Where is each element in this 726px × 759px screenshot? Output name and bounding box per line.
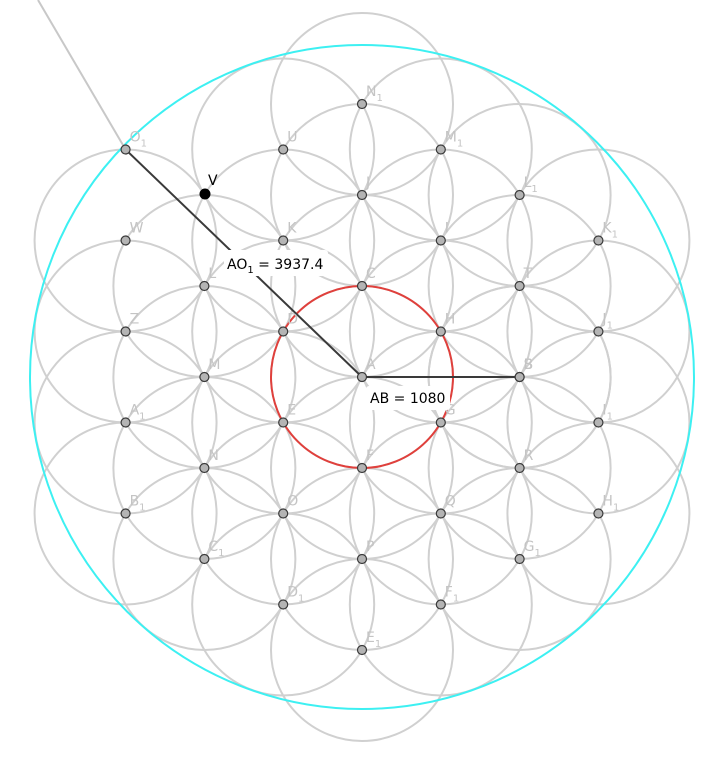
point-label-p: P bbox=[366, 539, 374, 555]
point-label-g1: G1 bbox=[524, 539, 541, 559]
measurement-ab-value: 1080 bbox=[410, 391, 446, 407]
point-label-f: F bbox=[366, 448, 374, 464]
point-label-n1: N1 bbox=[366, 84, 383, 104]
point-b1[interactable] bbox=[120, 508, 131, 519]
point-label-m: M bbox=[208, 357, 220, 373]
point-label-k: K bbox=[287, 221, 297, 237]
point-i[interactable] bbox=[435, 235, 446, 246]
point-w[interactable] bbox=[120, 235, 131, 246]
point-k[interactable] bbox=[278, 235, 289, 246]
point-j1[interactable] bbox=[593, 326, 604, 337]
point-label-h: H bbox=[445, 312, 456, 328]
point-a1[interactable] bbox=[120, 417, 131, 428]
measurement-ao1-text: AO1 = 3937.4 bbox=[227, 257, 323, 276]
point-c[interactable] bbox=[356, 280, 368, 292]
point-label-a: A bbox=[366, 357, 376, 373]
point-label-b: B bbox=[524, 357, 534, 373]
point-p[interactable] bbox=[356, 553, 368, 565]
point-label-k1: K1 bbox=[602, 221, 618, 241]
point-m[interactable] bbox=[199, 371, 210, 383]
point-label-c: C bbox=[366, 266, 376, 282]
point-o[interactable] bbox=[278, 508, 289, 519]
point-k1[interactable] bbox=[593, 235, 604, 246]
point-v[interactable] bbox=[199, 188, 211, 200]
point-r[interactable] bbox=[514, 462, 525, 474]
point-f1[interactable] bbox=[435, 599, 446, 610]
point-u[interactable] bbox=[278, 144, 289, 155]
point-s[interactable] bbox=[514, 371, 525, 383]
point-label-t: T bbox=[523, 266, 533, 282]
point-d1[interactable] bbox=[278, 599, 289, 610]
point-d[interactable] bbox=[278, 326, 289, 337]
point-label-e: E bbox=[287, 403, 296, 419]
point-label-s: S bbox=[524, 357, 533, 373]
point-c1[interactable] bbox=[199, 553, 210, 565]
point-label-l1: L1 bbox=[524, 175, 538, 195]
outer-enclosing-circle[interactable] bbox=[29, 44, 695, 710]
point-label-l: L bbox=[208, 266, 216, 282]
ray-through-o1-and-v[interactable] bbox=[37, 0, 127, 151]
point-label-u: U bbox=[287, 130, 297, 146]
point-g1[interactable] bbox=[514, 553, 525, 565]
point-label-o: O bbox=[287, 494, 298, 510]
point-label-v: V bbox=[208, 173, 218, 189]
point-e[interactable] bbox=[278, 417, 289, 428]
point-label-w: W bbox=[130, 221, 144, 237]
measurement-ab-text: AB = 1080 bbox=[370, 391, 445, 407]
point-label-h1: H1 bbox=[602, 494, 619, 514]
point-l1[interactable] bbox=[514, 189, 525, 201]
point-m1[interactable] bbox=[435, 144, 446, 155]
point-label-f1: F1 bbox=[445, 585, 459, 605]
point-label-z: Z bbox=[130, 312, 140, 328]
point-l[interactable] bbox=[199, 280, 210, 292]
point-label-d: D bbox=[287, 312, 298, 328]
point-e1[interactable] bbox=[356, 644, 368, 656]
measurement-ao1-background bbox=[224, 250, 328, 276]
point-label-m1: M1 bbox=[445, 130, 463, 150]
point-label-i1: I1 bbox=[602, 403, 613, 423]
point-f[interactable] bbox=[356, 462, 368, 474]
point-h1[interactable] bbox=[593, 508, 604, 519]
point-q[interactable] bbox=[435, 508, 446, 519]
point-label-q: Q bbox=[445, 494, 456, 510]
point-z[interactable] bbox=[120, 326, 131, 337]
measurement-ao1[interactable]: AO1 = 3937.4 bbox=[224, 250, 328, 276]
point-o1[interactable] bbox=[120, 144, 131, 155]
measurement-ab-label: AB bbox=[370, 391, 389, 407]
point-label-n: N bbox=[208, 448, 218, 464]
point-j[interactable] bbox=[356, 189, 368, 201]
point-a[interactable] bbox=[356, 371, 368, 383]
point-label-j: J bbox=[365, 175, 370, 191]
point-label-b1: B1 bbox=[130, 494, 146, 514]
point-label-o1: O1 bbox=[130, 130, 147, 150]
measurement-ao1-label: AO bbox=[227, 257, 247, 273]
measurement-ab-background bbox=[366, 386, 450, 410]
point-label-d1: D1 bbox=[287, 585, 304, 605]
point-label-c1: C1 bbox=[208, 539, 224, 559]
point-n[interactable] bbox=[199, 462, 210, 474]
point-label-a1: A1 bbox=[130, 403, 146, 423]
measurement-ao1-subscript: 1 bbox=[247, 265, 253, 276]
point-g[interactable] bbox=[435, 417, 446, 428]
point-t[interactable] bbox=[514, 280, 525, 292]
point-label-g: G bbox=[445, 403, 456, 419]
point-label-i: I bbox=[445, 221, 449, 237]
point-label-e1: E1 bbox=[366, 630, 381, 650]
point-label-r: R bbox=[524, 448, 534, 464]
measurement-ao1-value: 3937.4 bbox=[274, 257, 323, 273]
measurement-ab[interactable]: AB = 1080 bbox=[366, 386, 450, 410]
point-i1[interactable] bbox=[593, 417, 604, 428]
point-label-j1: J1 bbox=[601, 312, 613, 332]
point-h[interactable] bbox=[435, 326, 446, 337]
point-n1[interactable] bbox=[356, 98, 368, 110]
